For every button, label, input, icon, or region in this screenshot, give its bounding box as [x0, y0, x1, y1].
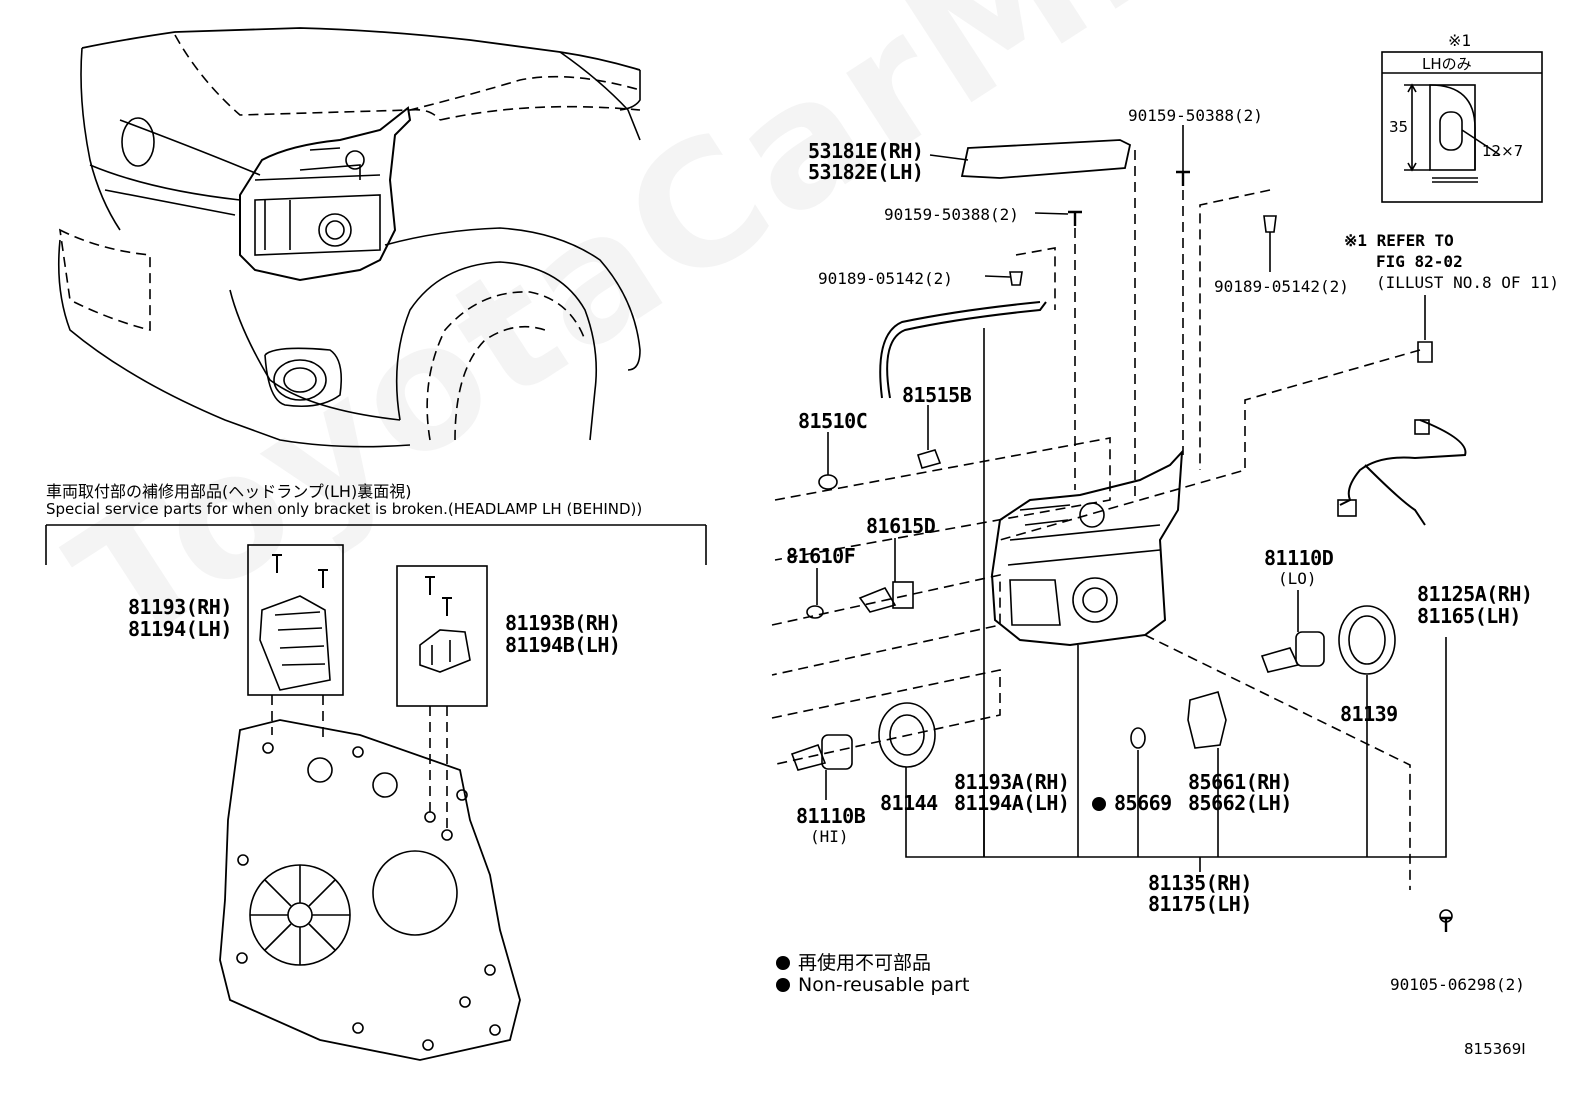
inset-header: LHのみ — [1422, 55, 1472, 73]
inset-dim-height: 35 — [1389, 118, 1409, 136]
part-81194B: 81194B(LH) — [505, 633, 621, 657]
refer-note-line2: FIG 82-02 — [1376, 252, 1463, 271]
part-81139: 81139 — [1340, 702, 1398, 726]
headlamp-exploded — [771, 125, 1467, 932]
legend-dot-jp — [776, 956, 790, 970]
part-81165: 81165(LH) — [1417, 604, 1521, 628]
part-85662: 85662(LH) — [1188, 791, 1292, 815]
inset-mark: ※1 — [1448, 31, 1472, 50]
refer-note-line3: (ILLUST NO.8 OF 11) — [1376, 273, 1560, 292]
part-85661: 85661(RH) — [1188, 770, 1292, 794]
part-81110B-sub: (HI) — [810, 827, 849, 846]
refer-note-line1: ※1 REFER TO — [1344, 231, 1454, 250]
part-81194A: 81194A(LH) — [954, 791, 1070, 815]
bracket-area — [45, 524, 707, 1061]
special-service-en: Special service parts for when only brac… — [46, 500, 643, 518]
part-81510C: 81510C — [798, 409, 868, 433]
part-81194: 81194(LH) — [128, 617, 232, 641]
car-front-illustration — [57, 27, 641, 448]
part-90159-mid: 90159-50388(2) — [884, 205, 1019, 224]
inset-dim-slot: 12×7 — [1482, 142, 1524, 160]
part-85669: 85669 — [1092, 792, 1172, 814]
inset-box — [1381, 51, 1543, 203]
part-53182E: 53182E(LH) — [808, 160, 924, 184]
part-81144: 81144 — [880, 791, 938, 815]
figure-code: 815369I — [1464, 1040, 1526, 1058]
legend-jp: 再使用不可部品 — [776, 948, 931, 975]
part-81193A: 81193A(RH) — [954, 770, 1070, 794]
part-81110D: 81110D — [1264, 546, 1334, 570]
part-81110B: 81110B — [796, 804, 866, 828]
part-81175: 81175(LH) — [1148, 892, 1252, 916]
part-81515B: 81515B — [902, 383, 972, 407]
part-81615D: 81615D — [866, 514, 936, 538]
part-90159-top: 90159-50388(2) — [1128, 106, 1263, 125]
part-81610F: 81610F — [786, 544, 856, 568]
screw-90159-top — [1176, 170, 1190, 186]
part-90189-left: 90189-05142(2) — [818, 269, 953, 288]
part-85669-label: 85669 — [1114, 791, 1172, 815]
legend-dot-en — [776, 978, 790, 992]
part-53181E: 53181E(RH) — [808, 139, 924, 163]
legend-jp-text: 再使用不可部品 — [798, 952, 932, 974]
legend-en-text: Non-reusable part — [798, 974, 970, 996]
part-81193B: 81193B(RH) — [505, 611, 621, 635]
non-reusable-dot — [1092, 797, 1106, 811]
screw-90159-mid — [1068, 210, 1082, 226]
legend-en: Non-reusable part — [776, 974, 969, 996]
special-service-jp: 車両取付部の補修用部品(ヘッドランプ(LH)裏面視) — [46, 482, 412, 501]
part-81110D-sub: (LO) — [1278, 569, 1317, 588]
part-90189-right: 90189-05142(2) — [1214, 277, 1349, 296]
part-81193: 81193(RH) — [128, 595, 232, 619]
part-81135: 81135(RH) — [1148, 871, 1252, 895]
part-81125A: 81125A(RH) — [1417, 582, 1533, 606]
part-90105: 90105-06298(2) — [1390, 975, 1525, 994]
